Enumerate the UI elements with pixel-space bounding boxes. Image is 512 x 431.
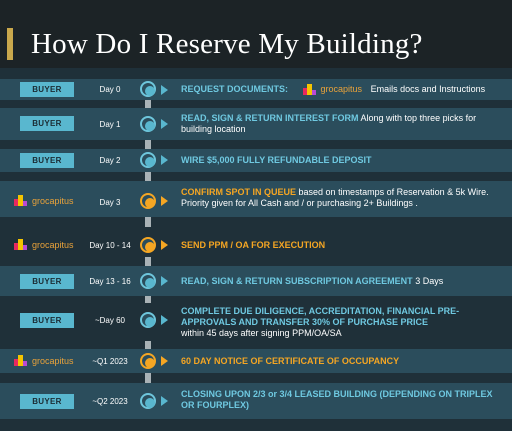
step-row-1 [0,108,512,140]
step-highlight: SEND PPM / OA FOR EXECUTION [181,240,326,250]
buyer-badge: BUYER [20,394,74,409]
step-text: SEND PPM / OA FOR EXECUTION [181,240,507,251]
step-highlight: WIRE $5,000 FULLY REFUNDABLE DEPOSIT [181,155,372,165]
step-row-8 [0,383,512,419]
step-detail: based on timestamps of Reservation & 5k … [181,187,489,208]
step-day: Day 2 [99,156,121,165]
buyer-badge: BUYER [20,313,74,328]
arrow-icon [161,196,168,206]
buyer-badge: BUYER [20,274,74,289]
step-day: Day 0 [99,85,121,94]
brand-logo: grocapitus [302,84,363,96]
step-row-3 [0,181,512,217]
actor-name: grocapitus [32,239,74,250]
step-text: CONFIRM SPOT IN QUEUE based on timestamp… [181,187,507,209]
grocapitus-logo-icon [302,84,317,96]
step-highlight: 60 DAY NOTICE OF CERTIFICATE OF OCCUPANC… [181,356,400,366]
grocapitus-logo: grocapitus [14,355,74,366]
step-text: CLOSING UPON 2/3 or 3/4 LEASED BUILDING … [181,389,507,411]
arrow-icon [161,240,168,250]
step-row-4 [0,227,512,257]
step-row-7 [0,349,512,373]
timeline-node [140,312,156,328]
step-row-6 [0,303,512,341]
timeline-node [140,116,156,132]
step-text: READ, SIGN & RETURN INTEREST FORM Along … [181,113,507,135]
step-day: ~Day 60 [94,316,126,325]
step-text: 60 DAY NOTICE OF CERTIFICATE OF OCCUPANC… [181,356,507,367]
step-detail: Emails docs and Instructions [370,84,486,94]
step-detail: 3 Days [415,276,444,286]
step-detail: Along with top three picks for building … [181,113,477,134]
step-day: ~Q1 2023 [92,357,128,366]
step-day: ~Q2 2023 [92,397,128,406]
grocapitus-logo: grocapitus [14,239,74,250]
step-text: WIRE $5,000 FULLY REFUNDABLE DEPOSIT [181,155,507,166]
timeline-node [140,353,156,369]
grocapitus-logo: grocapitus [14,195,74,206]
timeline-node [140,152,156,168]
step-detail: within 45 days after signing PPM/OA/SA [181,328,342,338]
timeline-node [140,193,156,209]
step-row-2 [0,149,512,172]
buyer-badge: BUYER [20,153,74,168]
step-highlight: READ, SIGN & RETURN INTEREST FORM [181,113,359,123]
step-highlight: COMPLETE DUE DILIGENCE, ACCREDITATION, F… [181,306,460,327]
step-highlight: CLOSING UPON 2/3 or 3/4 LEASED BUILDING … [181,389,493,410]
timeline-node [140,393,156,409]
step-day: Day 1 [99,120,121,129]
step-text: REQUEST DOCUMENTS: grocapitus Emails doc… [181,84,507,96]
arrow-icon [161,119,168,129]
step-row-0 [0,79,512,100]
page-title: How Do I Reserve My Building? [31,28,423,60]
header: How Do I Reserve My Building? [0,0,512,68]
actor-name: grocapitus [32,355,74,366]
buyer-badge: BUYER [20,116,74,131]
step-text: READ, SIGN & RETURN SUBSCRIPTION AGREEME… [181,276,507,287]
grocapitus-logo-icon [14,195,28,206]
title-accent-bar [7,28,13,60]
step-day: Day 10 - 14 [89,241,131,250]
timeline-node [140,81,156,97]
timeline-node [140,273,156,289]
grocapitus-logo-icon [14,239,28,250]
arrow-icon [161,315,168,325]
arrow-icon [161,356,168,366]
step-highlight: READ, SIGN & RETURN SUBSCRIPTION AGREEME… [181,276,413,286]
arrow-icon [161,155,168,165]
step-text: COMPLETE DUE DILIGENCE, ACCREDITATION, F… [181,306,507,339]
grocapitus-logo-icon [14,355,28,366]
step-row-5 [0,266,512,296]
timeline-node [140,237,156,253]
arrow-icon [161,85,168,95]
step-day: Day 13 - 16 [89,277,131,286]
buyer-badge: BUYER [20,82,74,97]
arrow-icon [161,276,168,286]
brand-name: grocapitus [320,84,363,95]
arrow-icon [161,396,168,406]
step-highlight: CONFIRM SPOT IN QUEUE [181,187,297,197]
step-day: Day 3 [99,198,121,207]
step-highlight: REQUEST DOCUMENTS: [181,84,289,94]
actor-name: grocapitus [32,195,74,206]
